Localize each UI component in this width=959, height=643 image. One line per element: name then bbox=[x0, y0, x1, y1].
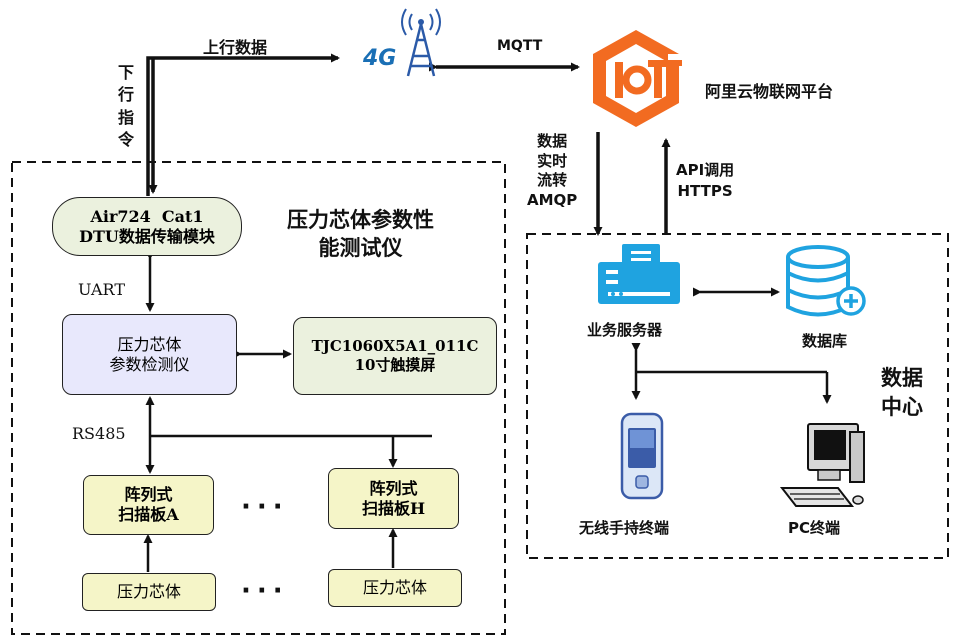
coreA-label: 压力芯体 bbox=[116, 582, 181, 601]
ellipsis-core: ··· bbox=[241, 576, 289, 606]
detector-box: 压力芯体 参数检测仪 bbox=[62, 314, 237, 395]
dtu-module-box: Air724 Cat1 DTU数据传输模块 bbox=[52, 197, 242, 256]
core-h-box: 压力芯体 bbox=[328, 569, 462, 607]
coreH-label: 压力芯体 bbox=[362, 578, 427, 597]
iot-logo-icon bbox=[593, 30, 682, 127]
datacenter-title: 数据 中心 bbox=[881, 366, 923, 420]
amqp-label: 数据 实时 流转 AMQP bbox=[527, 132, 578, 209]
scanH-line1: 阵列式 bbox=[369, 478, 418, 498]
tester-group-border bbox=[11, 161, 506, 635]
downlink-label: 下 行 指 令 bbox=[118, 63, 135, 150]
scanA-line2: 扫描板A bbox=[118, 505, 179, 524]
touchscreen-box: TJC1060X5A1_011C 10寸触摸屏 bbox=[293, 317, 497, 395]
scan-board-a-box: 阵列式 扫描板A bbox=[83, 475, 214, 535]
dtu-line1: Air724 Cat1 bbox=[90, 206, 204, 226]
server-icon bbox=[598, 244, 680, 304]
aliyun-label: 阿里云物联网平台 bbox=[705, 82, 834, 101]
dtu-line2: DTU数据传输模块 bbox=[79, 226, 215, 246]
scanH-line2: 扫描板H bbox=[361, 498, 426, 518]
handheld-label: 无线手持终端 bbox=[579, 519, 670, 537]
database-label: 数据库 bbox=[802, 332, 848, 350]
pc-label: PC终端 bbox=[788, 519, 841, 537]
scanA-line1: 阵列式 bbox=[124, 485, 173, 504]
uplink-line bbox=[146, 53, 340, 196]
datacenter-group-border bbox=[526, 233, 949, 559]
touchscreen-line2: 10寸触摸屏 bbox=[354, 356, 436, 374]
uplink-label: 上行数据 bbox=[203, 38, 268, 57]
database-icon bbox=[786, 245, 866, 317]
server-label: 业务服务器 bbox=[587, 321, 663, 339]
four-g-label: 4G bbox=[363, 46, 397, 71]
mqtt-label: MQTT bbox=[497, 38, 543, 54]
detector-line1: 压力芯体 bbox=[117, 334, 182, 354]
handheld-terminal-icon bbox=[620, 412, 664, 500]
rs485-label: RS485 bbox=[72, 424, 126, 443]
pc-icon bbox=[779, 423, 865, 507]
core-a-box: 压力芯体 bbox=[82, 573, 216, 611]
detector-line2: 参数检测仪 bbox=[109, 354, 190, 374]
api-label: API调用 HTTPS bbox=[676, 161, 735, 200]
signal-tower-icon bbox=[401, 8, 441, 77]
ellipsis-scan: ··· bbox=[241, 492, 289, 522]
scan-board-h-box: 阵列式 扫描板H bbox=[328, 468, 459, 529]
uart-label: UART bbox=[78, 280, 125, 299]
tester-title: 压力芯体参数性 能测试仪 bbox=[287, 208, 434, 261]
touchscreen-line1: TJC1060X5A1_011C bbox=[311, 337, 479, 356]
